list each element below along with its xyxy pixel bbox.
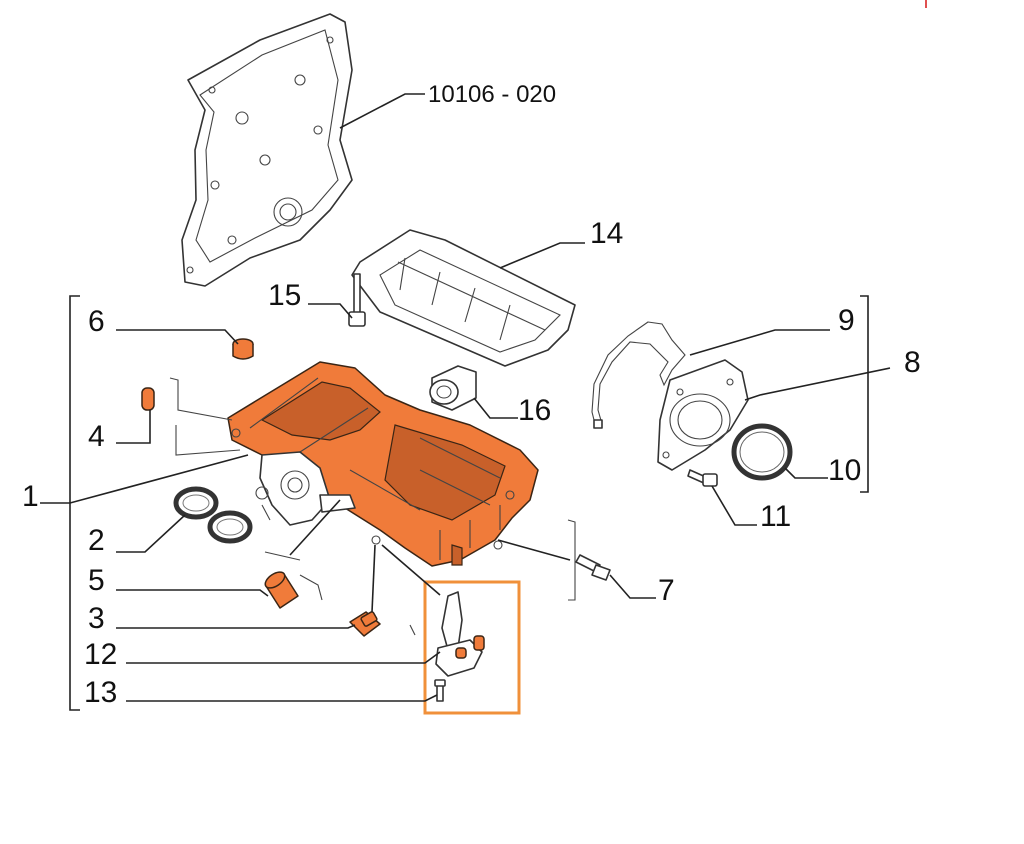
callout-5: 5 [88, 564, 105, 597]
callout-9: 9 [838, 304, 855, 337]
highlight-box [423, 580, 521, 715]
callout-2: 2 [88, 524, 105, 557]
oil-level-sensor-part[interactable] [435, 591, 485, 677]
callout-15: 15 [268, 279, 301, 312]
callout-10: 10 [828, 454, 861, 487]
callout-7: 7 [658, 574, 675, 607]
rear-seal-carrier-part[interactable] [657, 359, 749, 471]
drain-plug-3-part[interactable] [349, 611, 381, 637]
leader-lines [40, 93, 891, 702]
dowel-4-part[interactable] [141, 387, 155, 411]
bolt-7-part[interactable] [575, 554, 611, 581]
callout-16: 16 [518, 394, 551, 427]
callout-4: 4 [88, 420, 105, 453]
bolt-13-part[interactable] [434, 679, 446, 702]
windage-tray-part[interactable] [351, 229, 576, 367]
bolt-15-part[interactable] [348, 273, 366, 327]
sleeve-16-part[interactable] [429, 365, 477, 411]
filter-adapter-housing[interactable] [255, 451, 356, 526]
rear-seal-gasket-part[interactable] [591, 321, 686, 429]
callout-13: 13 [84, 676, 117, 709]
callout-3: 3 [88, 602, 105, 635]
callout-6: 6 [88, 305, 105, 338]
plug-6-part[interactable] [232, 338, 254, 360]
sleeve-5-part[interactable] [263, 569, 299, 609]
callout-8: 8 [904, 346, 921, 379]
seal-ring-10-part[interactable] [731, 423, 793, 481]
callout-ref-code: 10106 - 020 [428, 81, 556, 108]
group-bracket-right [860, 295, 869, 493]
callout-1: 1 [22, 480, 39, 513]
timing-cover-part[interactable] [181, 13, 353, 287]
callout-11: 11 [760, 500, 791, 533]
oil-pan-part[interactable] [227, 361, 539, 567]
callout-14: 14 [590, 217, 623, 250]
gasket-2-part[interactable] [173, 486, 253, 544]
bolt-11-part[interactable] [687, 469, 718, 487]
callout-12: 12 [84, 638, 117, 671]
